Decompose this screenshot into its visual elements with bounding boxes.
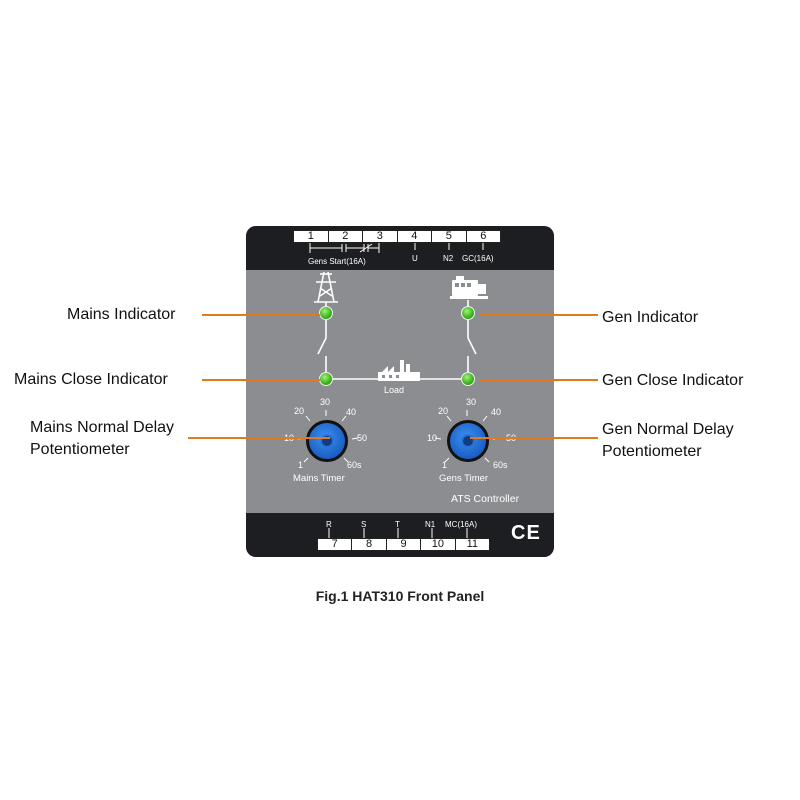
terminal-9: 9 — [387, 539, 422, 550]
gens-dial-40: 40 — [491, 407, 502, 417]
power-pylon-icon — [314, 271, 338, 303]
gens-dial-20: 20 — [438, 406, 449, 416]
ce-mark: CE — [511, 522, 541, 544]
n2-label: N2 — [443, 254, 454, 263]
mains-close-indicator-callout: Mains Close Indicator — [14, 371, 168, 388]
t-label: T — [395, 520, 400, 529]
s-label: S — [361, 520, 367, 529]
terminal-7: 7 — [318, 539, 353, 550]
figure-caption: Fig.1 HAT310 Front Panel — [315, 588, 485, 604]
ats-front-panel: 1 2 3 4 5 6 Gens Start(16A) U N2 GC(16A)… — [246, 226, 554, 557]
mains-dial-40: 40 — [346, 407, 357, 417]
mains-timer-knob[interactable] — [306, 420, 348, 462]
gens-start-contact-symbol — [309, 243, 484, 253]
terminal-8: 8 — [352, 539, 387, 550]
mains-dial-30: 30 — [320, 397, 331, 407]
load-label: Load — [384, 385, 405, 395]
mains-pot-callout-line1: Mains Normal Delay — [30, 419, 175, 436]
bottom-terminal-ticks — [328, 528, 468, 538]
mains-indicator-callout: Mains Indicator — [67, 306, 176, 323]
terminal-4: 4 — [398, 231, 432, 242]
gens-timer-knob[interactable] — [447, 420, 489, 462]
terminal-11: 11 — [466, 538, 479, 550]
terminal-2: 2 — [329, 231, 363, 242]
gen-indicator-led — [461, 306, 475, 320]
gen-pot-callout-line1: Gen Normal Delay — [602, 421, 734, 438]
gens-dial-10: 10 — [427, 433, 438, 443]
mains-pot-callout-line2: Potentiometer — [30, 441, 130, 458]
mains-dial-1: 1 — [298, 460, 304, 470]
mains-dial-60s: 60s — [347, 460, 362, 470]
mains-dial-50: 50 — [357, 433, 368, 443]
gens-dial-60s: 60s — [493, 460, 508, 470]
gens-dial-1: 1 — [442, 460, 448, 470]
terminal-6: 6 — [480, 230, 487, 242]
mains-dial-20: 20 — [294, 406, 305, 416]
gens-timer-label: Gens Timer — [439, 473, 489, 484]
gc-label: GC(16A) — [462, 254, 494, 263]
gen-pot-callout-line2: Potentiometer — [602, 443, 702, 460]
gen-close-indicator-callout: Gen Close Indicator — [602, 372, 744, 389]
terminal-10: 10 — [421, 539, 456, 550]
gen-indicator-callout: Gen Indicator — [602, 309, 699, 326]
gen-close-indicator-led — [461, 372, 475, 386]
u-label: U — [412, 254, 418, 263]
mains-timer-label: Mains Timer — [293, 473, 345, 484]
top-terminal-strip: 1 2 3 4 5 6 — [293, 230, 501, 243]
gens-start-label: Gens Start(16A) — [308, 257, 366, 266]
gens-dial-30: 30 — [466, 397, 477, 407]
mc-label: MC(16A) — [445, 520, 478, 529]
generator-icon — [450, 276, 488, 299]
n1-label: N1 — [425, 520, 436, 529]
terminal-3: 3 — [363, 231, 398, 242]
device-name-label: ATS Controller — [451, 493, 520, 505]
mains-indicator-led — [319, 306, 333, 320]
terminal-5: 5 — [432, 231, 467, 242]
r-label: R — [326, 520, 332, 529]
factory-load-icon — [378, 360, 420, 381]
transfer-switch-diagram — [314, 271, 488, 381]
bottom-terminal-strip: 7 8 9 10 11 — [317, 538, 490, 551]
terminal-1: 1 — [294, 231, 329, 242]
